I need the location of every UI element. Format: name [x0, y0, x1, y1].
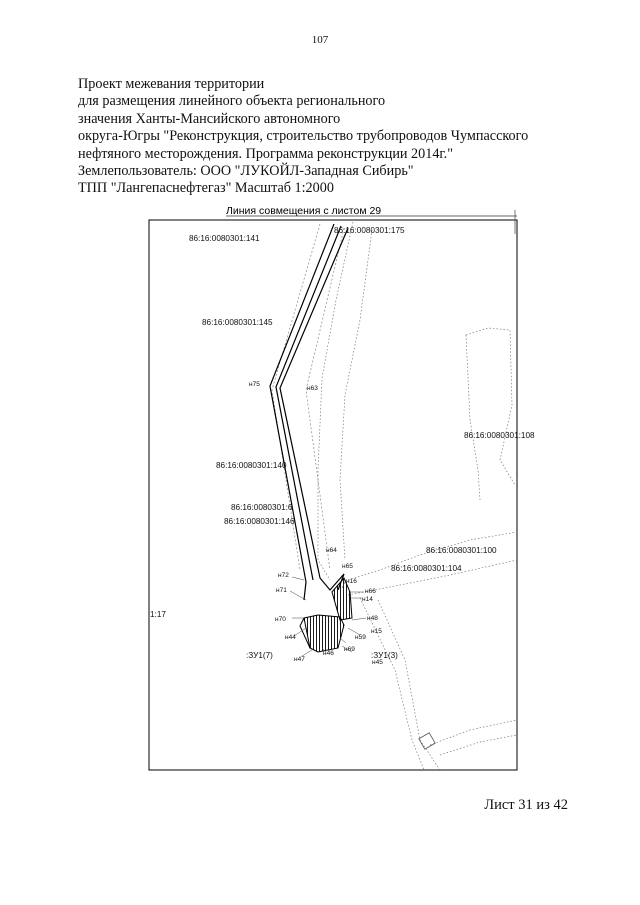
page-number: 107: [311, 34, 329, 46]
point-label: н46: [323, 650, 334, 657]
survey-marker: [418, 732, 436, 750]
point-label: н48: [367, 615, 378, 622]
parcel-label: 86:16:0080301:100: [426, 546, 497, 555]
parcel-boundaries: [317, 221, 518, 771]
point-label: н65: [342, 563, 353, 570]
parcel-label: 86:16:0080301:104: [391, 564, 462, 573]
parcel-label: 86:16:0080301:175: [334, 226, 405, 235]
point-label: н66: [365, 588, 376, 595]
point-label: н70: [275, 616, 286, 623]
map-frame: [148, 219, 518, 771]
point-label: н63: [307, 385, 318, 392]
zu1-3-parcel: [331, 577, 353, 621]
point-label: н15: [371, 628, 382, 635]
point-label: н47: [294, 656, 305, 663]
point-label: н14: [362, 596, 373, 603]
parcel-label: 86:16:0080301:140: [216, 461, 287, 470]
point-leaders: [289, 576, 367, 657]
header-line: значения Ханты-Мансийского автономного: [78, 110, 341, 127]
zu1-7-parcel: [303, 614, 345, 653]
point-label: н75: [249, 381, 260, 388]
parcel-label: 86:16:0080301:6: [231, 503, 293, 512]
point-label: н44: [285, 634, 296, 641]
parcel-label: 86:16:0080301:145: [202, 318, 273, 327]
point-label: н16: [346, 578, 357, 585]
header-line: для размещения линейного объекта региона…: [78, 93, 386, 110]
map-side-label: 1:17: [150, 610, 166, 619]
header-line: Проект межевания территории: [78, 76, 265, 92]
pipeline-corridor: [269, 223, 349, 601]
header-line: ТПП "Лангепаснефтегаз" Масштаб 1:2000: [78, 180, 334, 197]
zone-label: :ЗУ1(7): [246, 651, 273, 660]
point-label: н69: [344, 646, 355, 653]
sheet-number: Лист 31 из 42: [484, 797, 568, 813]
zone-label: :ЗУ1(3): [371, 651, 398, 660]
match-line-label: Линия совмещения с листом 29: [226, 205, 381, 217]
point-label: н45: [372, 659, 383, 666]
header-line: округа-Югры "Реконструкция, строительств…: [78, 128, 529, 145]
parcel-label: 86:16:0080301:141: [189, 234, 260, 243]
point-label: н72: [278, 572, 289, 579]
parcel-label: 86:16:0080301:146: [224, 517, 295, 526]
parcel-label: 86:16:0080301:108: [464, 431, 535, 440]
point-label: н59: [355, 634, 366, 641]
point-label: н64: [326, 547, 337, 554]
document-header: Проект межевания территории для размещен…: [78, 76, 598, 198]
header-line: нефтяного месторождения. Программа рекон…: [78, 145, 453, 162]
header-line: Землепользователь: ООО "ЛУКОЙЛ-Западная …: [78, 163, 414, 180]
point-label: н71: [276, 587, 287, 594]
